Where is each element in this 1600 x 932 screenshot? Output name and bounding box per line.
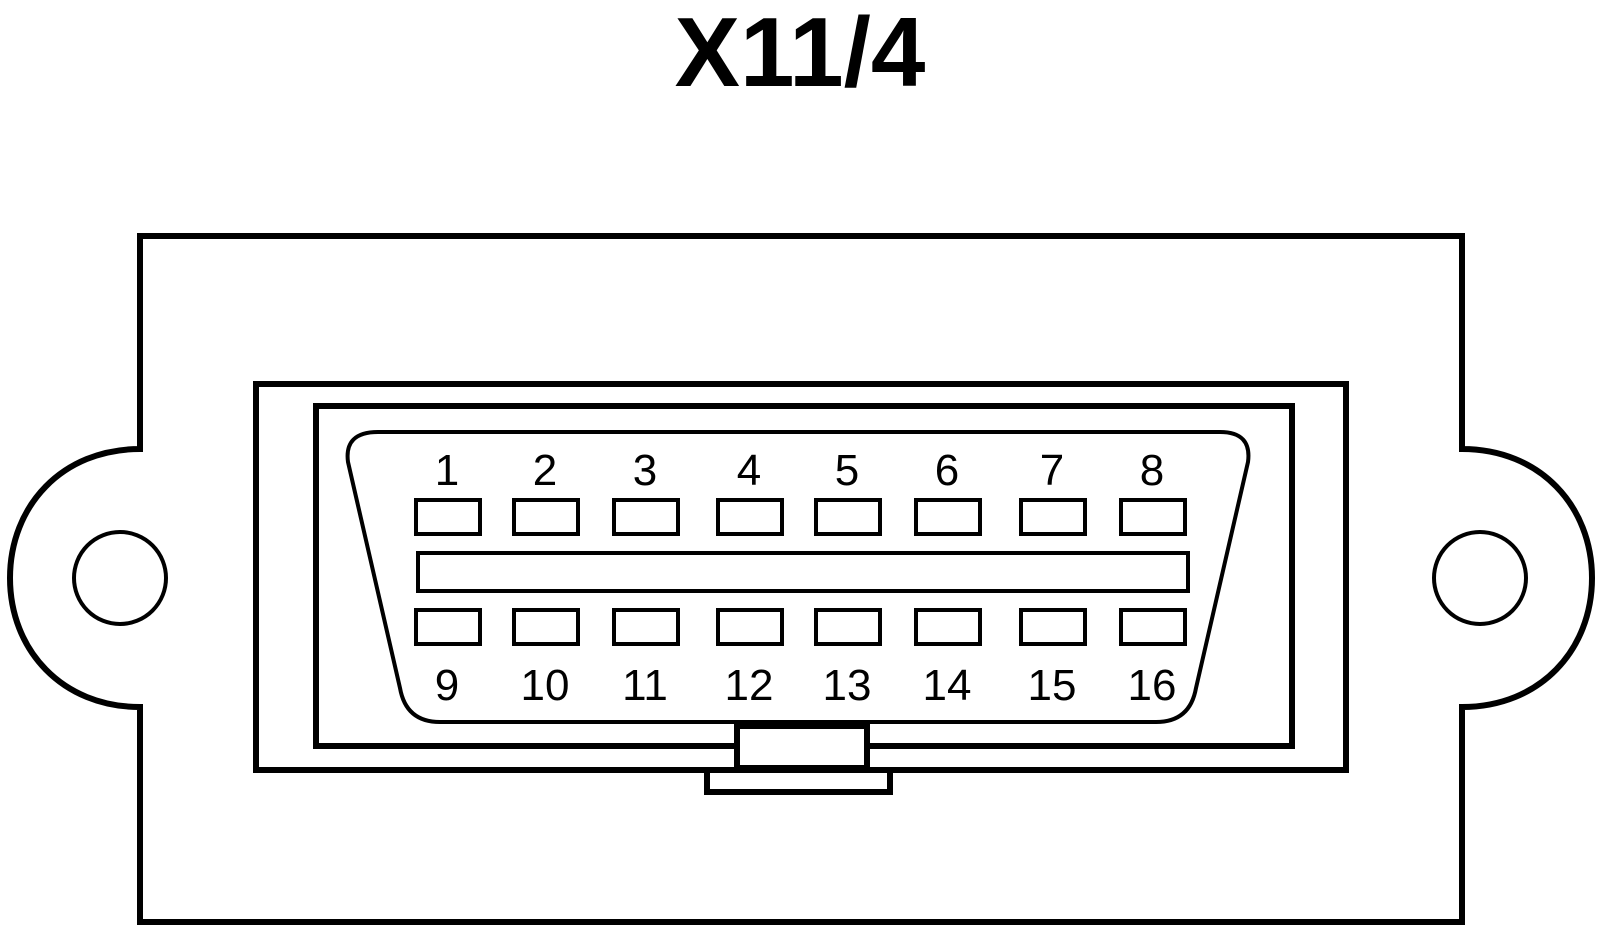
pin-contact (1019, 608, 1087, 646)
pin-label: 5 (835, 446, 859, 495)
pin-contact (1019, 498, 1087, 536)
pin-label: 8 (1140, 446, 1164, 495)
top-pin-row: 1 2 3 4 5 6 7 8 (414, 446, 1187, 536)
pin-label: 14 (923, 661, 972, 710)
pin-label: 13 (823, 661, 872, 710)
pin-contact (1119, 608, 1187, 646)
pin-label: 7 (1040, 446, 1064, 495)
pin-label: 11 (622, 661, 668, 710)
pin-label: 1 (435, 446, 459, 495)
pin-contact (612, 498, 680, 536)
bottom-pin-row: 9 10 11 12 13 14 15 16 (414, 608, 1187, 710)
center-bar (416, 551, 1190, 593)
pin-label: 12 (725, 661, 774, 710)
pin-contact (414, 498, 482, 536)
pin-contact (814, 608, 882, 646)
pin-label: 9 (435, 661, 459, 710)
pin-label: 2 (533, 446, 557, 495)
pin-label: 16 (1128, 661, 1177, 710)
pin-label: 6 (935, 446, 959, 495)
pin-label: 4 (737, 446, 761, 495)
pin-contact (1119, 498, 1187, 536)
key-tab (734, 723, 870, 771)
pin-contact (716, 498, 784, 536)
pin-contact (612, 608, 680, 646)
connector-title: X11/4 (675, 0, 926, 107)
pin-contact (414, 608, 482, 646)
mounting-hole-left (72, 530, 168, 626)
pin-label: 3 (633, 446, 657, 495)
pin-contact (512, 498, 580, 536)
pin-contact (512, 608, 580, 646)
pin-label: 10 (521, 661, 570, 710)
mounting-hole-right (1432, 530, 1528, 626)
pin-contact (716, 608, 784, 646)
pin-contact (814, 498, 882, 536)
pin-contact (914, 498, 982, 536)
pin-contact (914, 608, 982, 646)
pin-label: 15 (1028, 661, 1077, 710)
